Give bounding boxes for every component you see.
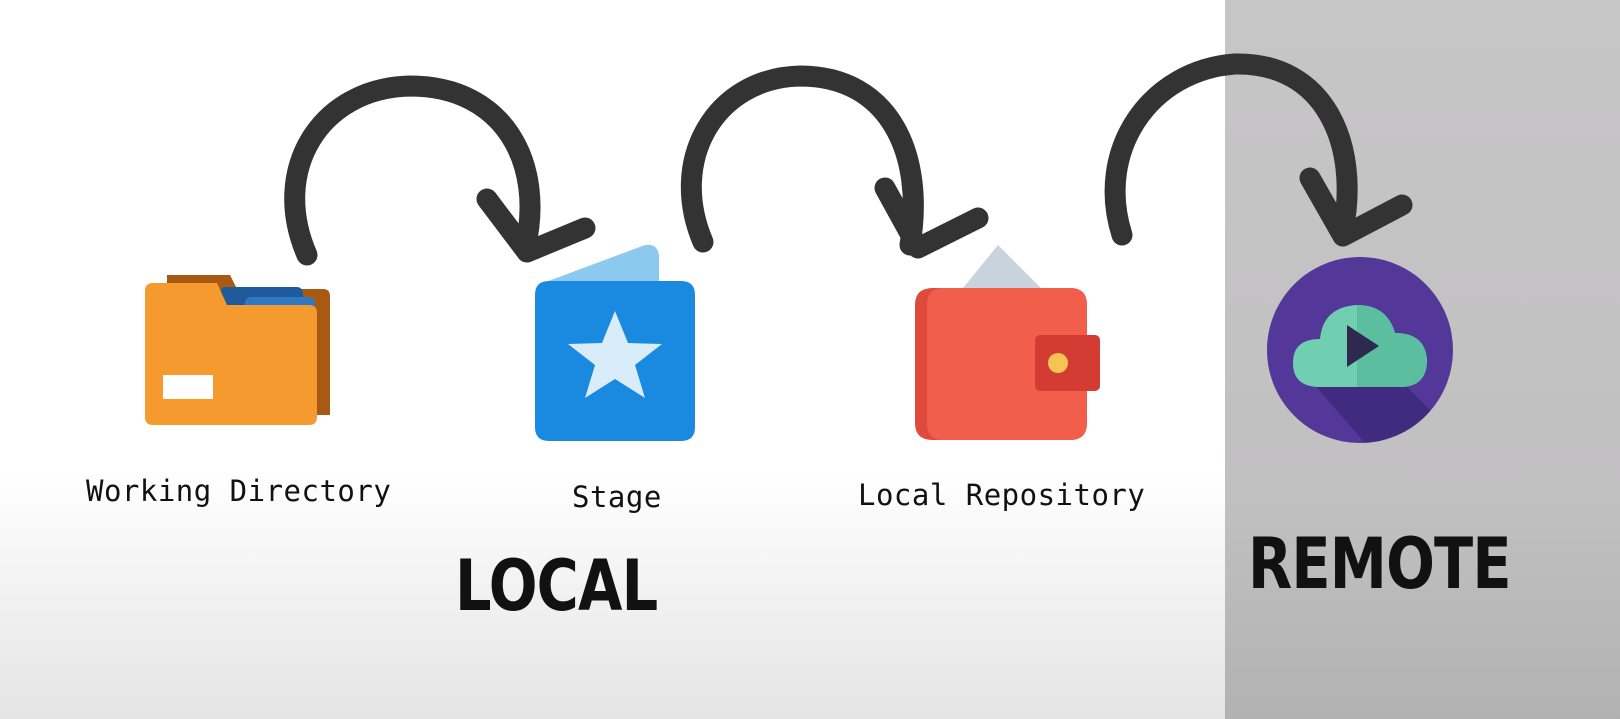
group-label-local: LOCAL (455, 545, 658, 627)
cloud-play-icon (1267, 257, 1453, 443)
folder-icon (145, 275, 330, 425)
arrow-stage-to-repo (680, 65, 989, 259)
wallet-icon (915, 245, 1100, 440)
arrow-repo-to-remote (1104, 53, 1413, 247)
label-stage: Stage (572, 480, 662, 514)
label-working-directory: Working Directory (86, 474, 392, 508)
label-local-repository: Local Repository (858, 478, 1146, 512)
arrow-working-to-stage (284, 75, 596, 266)
group-label-remote: REMOTE (1248, 523, 1512, 605)
star-book-icon (535, 244, 695, 441)
